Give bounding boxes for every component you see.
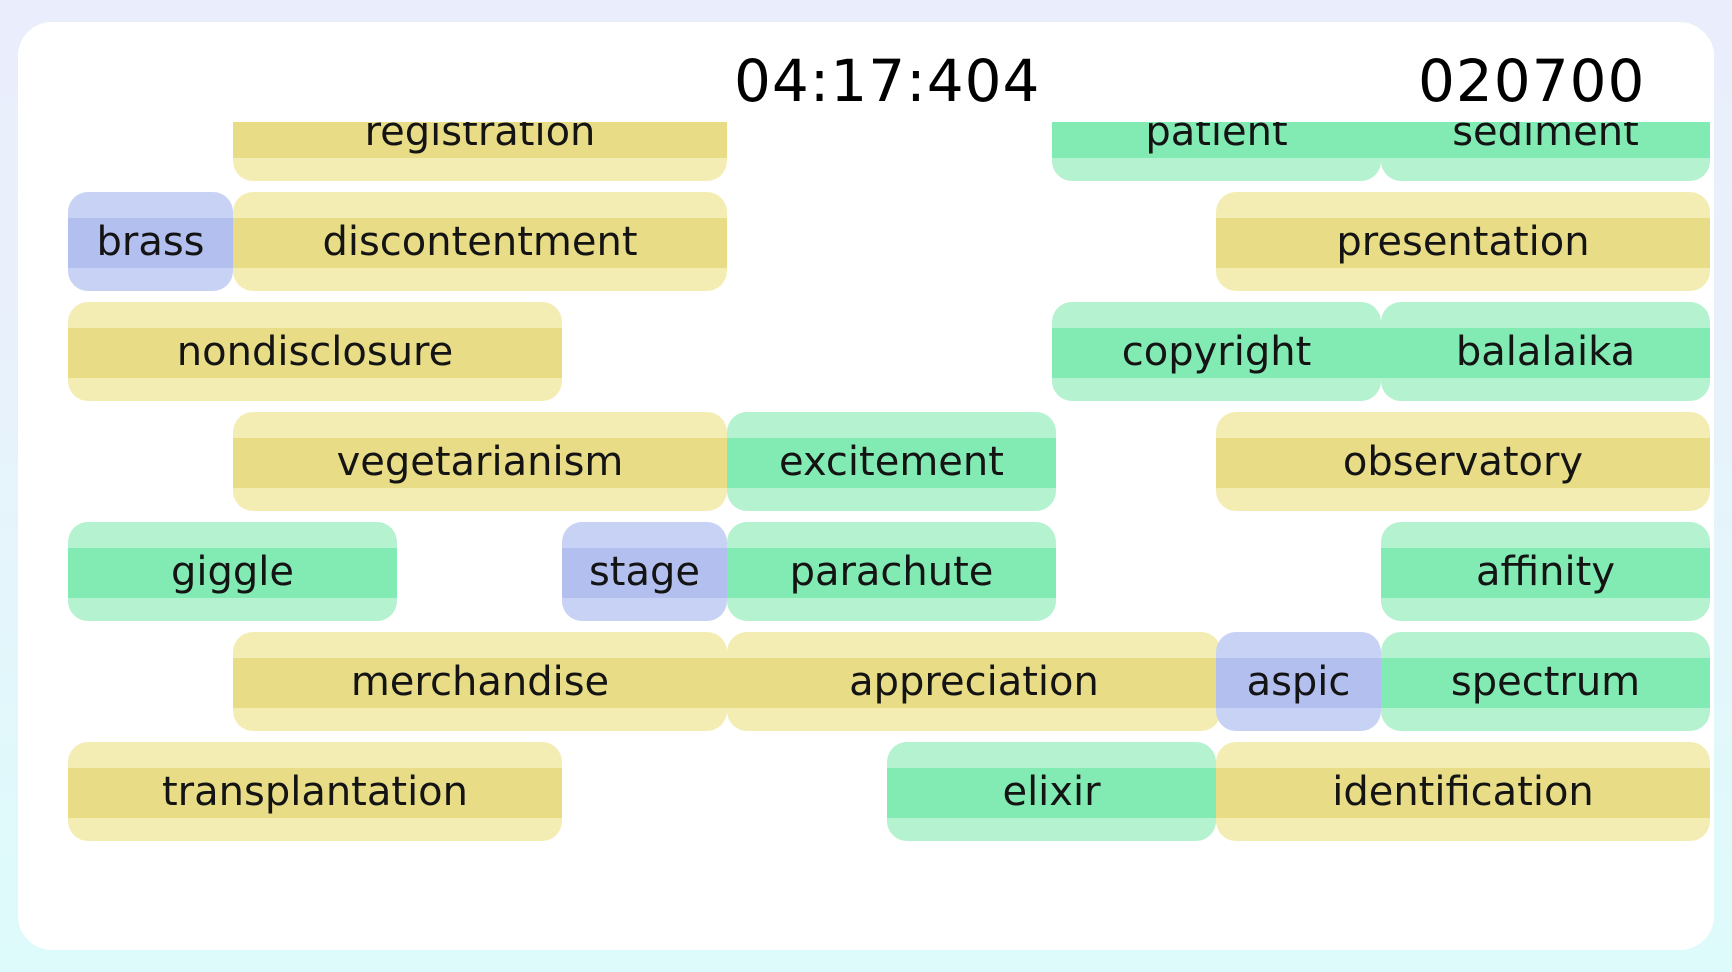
word-pill[interactable]: merchandise xyxy=(233,632,727,731)
word-pill-label: balalaika xyxy=(1455,328,1636,375)
word-pill-label: merchandise xyxy=(350,658,610,705)
word-pill[interactable]: aspic xyxy=(1216,632,1381,731)
word-pill[interactable]: excitement xyxy=(727,412,1056,511)
word-pill-label: transplantation xyxy=(161,768,468,815)
word-pill[interactable]: registration xyxy=(233,82,727,181)
word-pill[interactable]: parachute xyxy=(727,522,1056,621)
word-pill-label: brass xyxy=(96,218,205,265)
word-pill-label: stage xyxy=(588,548,701,595)
word-pill-partial[interactable] xyxy=(567,22,1061,87)
word-pill-label: nondisclosure xyxy=(176,328,454,375)
word-pill-band xyxy=(887,768,1216,818)
word-board: registration patient sediment brass disconte… xyxy=(18,22,1714,950)
word-pill-label: giggle xyxy=(170,548,294,595)
word-pill-partial[interactable] xyxy=(68,22,562,87)
word-pill-band xyxy=(1216,768,1710,818)
word-pill-label: parachute xyxy=(789,548,994,595)
word-pill-band xyxy=(233,438,727,488)
word-pill-label: copyright xyxy=(1121,328,1312,375)
word-pill-band xyxy=(1216,658,1381,708)
word-pill-label: appreciation xyxy=(849,658,1099,705)
word-pill[interactable]: observatory xyxy=(1216,412,1710,511)
word-pill[interactable]: giggle xyxy=(68,522,397,621)
word-pill-band xyxy=(562,548,727,598)
word-row: giggle stage parachute affinity xyxy=(18,522,1714,621)
word-pill-band xyxy=(727,658,1221,708)
word-pill[interactable]: brass xyxy=(68,192,233,291)
word-pill-band xyxy=(567,22,1061,64)
word-pill-band xyxy=(68,218,233,268)
word-pill[interactable]: stage xyxy=(562,522,727,621)
word-pill-band xyxy=(727,548,1056,598)
word-row: brass discontentment presentation xyxy=(18,192,1714,291)
word-pill-band xyxy=(68,768,562,818)
word-pill-band xyxy=(68,22,562,64)
word-pill[interactable]: balalaika xyxy=(1381,302,1710,401)
word-pill-label: discontentment xyxy=(322,218,638,265)
word-pill[interactable]: nondisclosure xyxy=(68,302,562,401)
word-pill[interactable]: presentation xyxy=(1216,192,1710,291)
word-pill[interactable]: transplantation xyxy=(68,742,562,841)
word-pill-label: observatory xyxy=(1342,438,1584,485)
word-pill-label: patient xyxy=(1145,108,1288,155)
word-pill[interactable]: appreciation xyxy=(727,632,1221,731)
word-pill[interactable]: elixir xyxy=(887,742,1216,841)
word-row: transplantation elixir identification xyxy=(18,742,1714,841)
word-pill-label: affinity xyxy=(1475,548,1615,595)
word-pill-band xyxy=(1052,22,1381,64)
word-row xyxy=(18,22,1714,87)
word-pill-band xyxy=(1381,548,1710,598)
word-row: merchandise appreciation aspic spectrum xyxy=(18,632,1714,731)
word-pill[interactable]: sediment xyxy=(1381,82,1710,181)
word-pill-label: vegetarianism xyxy=(336,438,624,485)
word-pill-label: spectrum xyxy=(1450,658,1641,705)
word-pill-partial[interactable] xyxy=(1052,22,1381,87)
word-pill-band xyxy=(1381,22,1710,64)
word-pill-label: excitement xyxy=(779,438,1004,485)
word-pill-partial[interactable] xyxy=(1381,22,1710,87)
word-pill-band xyxy=(68,548,397,598)
word-pill-label: sediment xyxy=(1452,108,1639,155)
word-pill-label: identification xyxy=(1332,768,1594,815)
word-pill-label: aspic xyxy=(1246,658,1351,705)
word-pill-band xyxy=(1052,328,1381,378)
word-pill-band xyxy=(1216,218,1710,268)
word-pill-band xyxy=(233,218,727,268)
word-pill-band xyxy=(233,658,727,708)
word-pill-band xyxy=(727,438,1056,488)
word-pill[interactable]: copyright xyxy=(1052,302,1381,401)
word-pill[interactable]: spectrum xyxy=(1381,632,1710,731)
word-pill-band xyxy=(1216,438,1710,488)
word-row: nondisclosure copyright balalaika xyxy=(18,302,1714,401)
word-pill[interactable]: discontentment xyxy=(233,192,727,291)
word-pill[interactable]: affinity xyxy=(1381,522,1710,621)
word-pill-band xyxy=(1381,658,1710,708)
word-pill[interactable]: vegetarianism xyxy=(233,412,727,511)
word-row: registration patient sediment xyxy=(18,82,1714,181)
word-pill[interactable]: identification xyxy=(1216,742,1710,841)
word-row: vegetarianism excitement observatory xyxy=(18,412,1714,511)
word-pill[interactable]: patient xyxy=(1052,82,1381,181)
word-pill-band xyxy=(68,328,562,378)
word-pill-label: registration xyxy=(364,108,596,155)
word-pill-label: presentation xyxy=(1336,218,1590,265)
word-pill-band xyxy=(1381,328,1710,378)
word-pill-label: elixir xyxy=(1002,768,1101,815)
